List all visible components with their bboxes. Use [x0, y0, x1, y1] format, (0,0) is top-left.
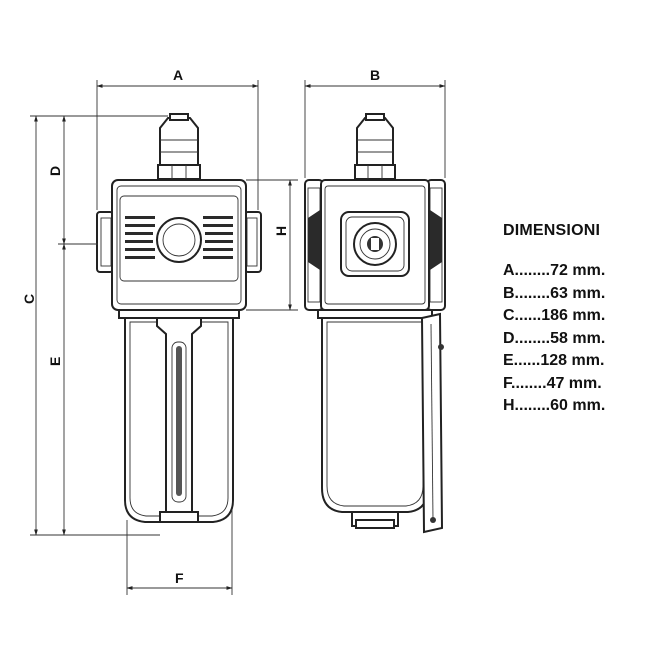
- dim-label-h: H: [273, 226, 289, 236]
- front-ribs: [125, 216, 233, 259]
- side-view: [304, 113, 446, 534]
- dim-label-e: E: [47, 357, 63, 366]
- legend-row-b: B........63 mm.: [503, 284, 606, 302]
- legend-row-d: D........58 mm.: [503, 329, 606, 347]
- dimension-lines: [30, 80, 446, 595]
- dim-label-c: C: [21, 294, 37, 304]
- legend-row-h: H........60 mm.: [503, 397, 606, 414]
- dimensions-legend: DIMENSIONI A........72 mm. B........63 m…: [503, 222, 605, 418]
- dim-label-d: D: [47, 166, 63, 176]
- legend-row-a: A........72 mm.: [503, 262, 606, 279]
- dim-label-a: A: [173, 67, 183, 83]
- legend-row-f: F........47 mm.: [503, 374, 602, 392]
- front-view: [96, 113, 262, 523]
- legend-row-e: E......128 mm.: [503, 352, 605, 369]
- legend-title: DIMENSIONI: [503, 222, 601, 239]
- legend-row-c: C......186 mm.: [503, 307, 606, 324]
- dim-label-f: F: [175, 570, 184, 586]
- dim-label-b: B: [370, 67, 380, 83]
